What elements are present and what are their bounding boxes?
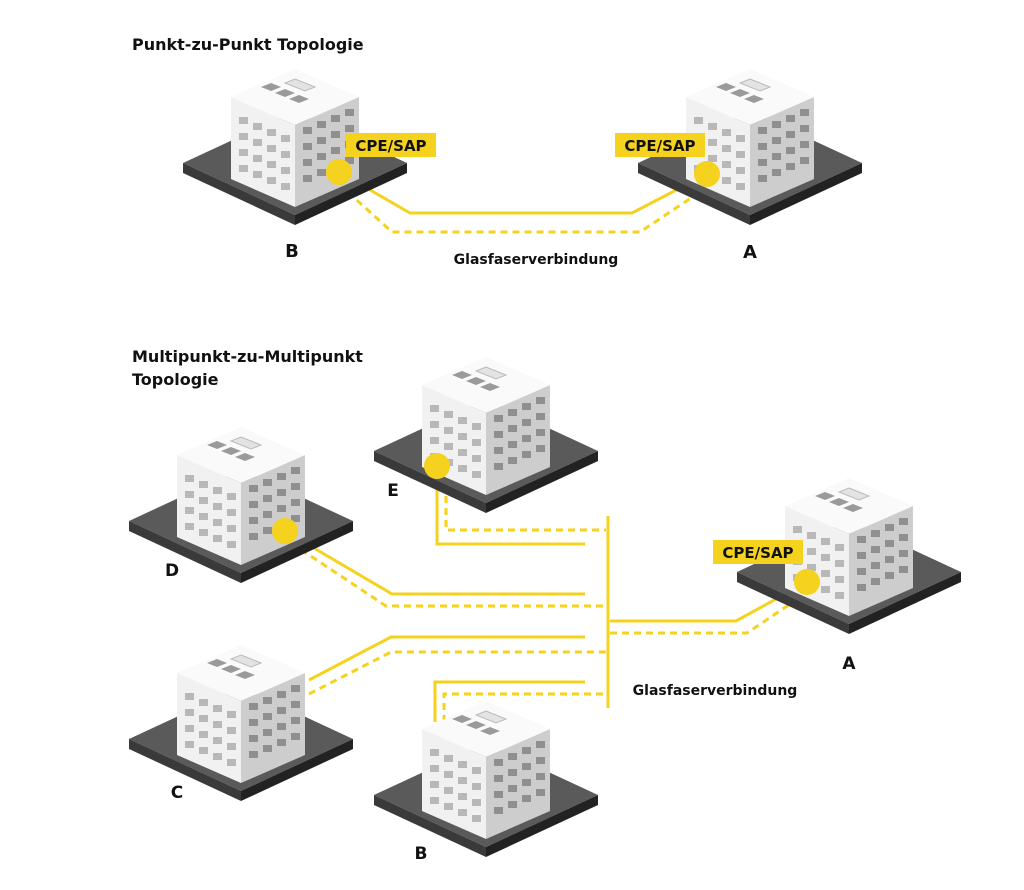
svg-text:CPE/SAP: CPE/SAP — [722, 544, 793, 562]
mp-building-c — [128, 644, 354, 802]
mp-tag-a: CPE/SAP — [713, 540, 803, 564]
mp-label-d: D — [165, 561, 179, 581]
svg-text:CPE/SAP: CPE/SAP — [355, 137, 426, 155]
mp-label-a: A — [842, 654, 856, 674]
mp-cpe-dot-a — [794, 569, 820, 595]
p2p-label-b: B — [285, 241, 299, 262]
mp-label-c: C — [171, 783, 183, 803]
mp-cpe-dot-e — [424, 453, 450, 479]
mp-title-line1: Multipunkt-zu-Multipunkt — [132, 347, 363, 366]
svg-text:CPE/SAP: CPE/SAP — [624, 137, 695, 155]
p2p-tag-b: CPE/SAP — [346, 133, 436, 157]
mp-building-b — [373, 700, 599, 858]
p2p-link-label: Glasfaserverbindung — [454, 252, 619, 268]
mp-label-b: B — [415, 844, 428, 864]
p2p-cpe-dot-b — [326, 159, 352, 185]
p2p-label-a: A — [743, 242, 757, 263]
mp-building-d — [128, 426, 354, 584]
mp-title-line2: Topologie — [132, 370, 219, 389]
p2p-cpe-dot-a — [694, 161, 720, 187]
mp-link-label: Glasfaserverbindung — [633, 683, 798, 699]
mp-label-e: E — [387, 481, 399, 501]
mp-cpe-dot-d — [272, 518, 298, 544]
mp-building-e — [373, 356, 599, 514]
p2p-title: Punkt-zu-Punkt Topologie — [132, 35, 364, 54]
p2p-fiber-links — [337, 170, 708, 234]
p2p-tag-a: CPE/SAP — [615, 133, 705, 157]
